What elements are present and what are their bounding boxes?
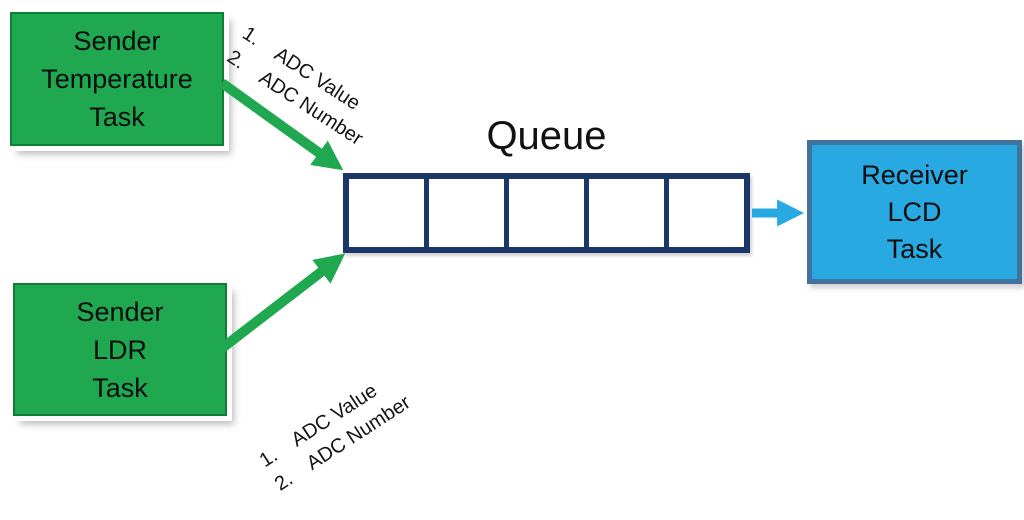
receiver-line-1: Receiver	[861, 159, 968, 190]
queue-cell	[349, 179, 429, 247]
receiver-line-2: LCD	[887, 196, 942, 227]
sender-ldr-line-3: Task	[92, 372, 148, 403]
queue-cells	[343, 173, 750, 253]
sender-temperature-line-2: Temperature	[41, 64, 193, 94]
queue-title: Queue	[486, 114, 607, 158]
receiver-line-3: Task	[886, 233, 943, 264]
sender-temperature-task-box: Sender Temperature Task	[10, 12, 224, 146]
queue-cell	[669, 179, 744, 247]
queue-cell	[429, 179, 509, 247]
annotation-bottom-adc-list: 1. ADC Value 2. ADC Number	[254, 366, 416, 498]
receiver-lcd-task-box: Receiver LCD Task	[807, 140, 1022, 284]
sender-ldr-line-1: Sender	[76, 296, 164, 327]
queue-cell	[589, 179, 669, 247]
sender-temperature-line-3: Task	[89, 102, 145, 132]
sender-ldr-line-2: LDR	[92, 334, 147, 365]
annotation-top-adc-list: 1. ADC Value 2. ADC Number	[222, 20, 384, 152]
sender-ldr-task-box: Sender LDR Task	[13, 283, 227, 416]
queue-cell	[509, 179, 589, 247]
sender-temperature-line-1: Sender	[73, 26, 161, 56]
arrow-ldr-to-queue	[217, 253, 346, 353]
